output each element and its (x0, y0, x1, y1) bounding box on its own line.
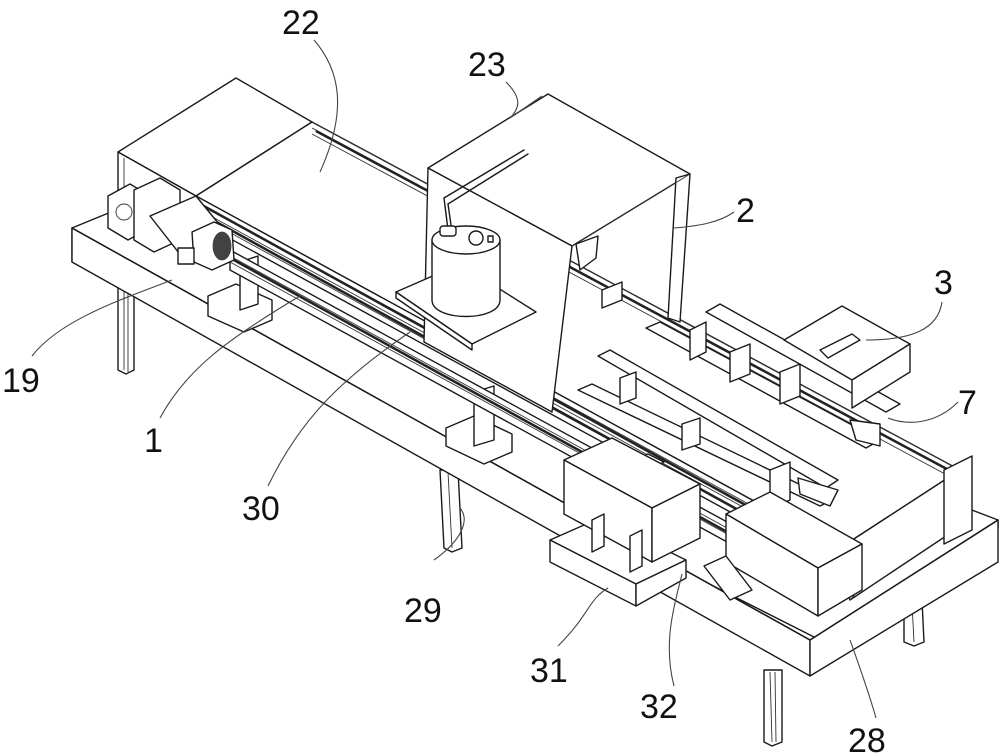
label-30: 30 (242, 490, 280, 528)
label-3: 3 (934, 264, 953, 302)
label-23: 23 (468, 46, 506, 84)
label-1: 1 (144, 422, 163, 460)
label-29: 29 (404, 592, 442, 630)
label-32: 32 (640, 688, 678, 726)
label-19: 19 (2, 362, 40, 400)
label-7: 7 (958, 384, 977, 422)
label-22: 22 (282, 4, 320, 42)
dispensing-tank (395, 149, 537, 351)
label-31: 31 (530, 652, 568, 690)
label-2: 2 (736, 192, 755, 230)
guide-assembly-back (601, 281, 911, 449)
guide-assembly-front (577, 349, 839, 509)
label-28: 28 (848, 722, 886, 756)
reference-numerals: 22 23 2 3 7 19 1 30 29 31 32 28 (2, 4, 977, 756)
leader-lines (31, 39, 959, 719)
motor (107, 177, 235, 271)
front-cylinder-blocks (549, 437, 863, 617)
